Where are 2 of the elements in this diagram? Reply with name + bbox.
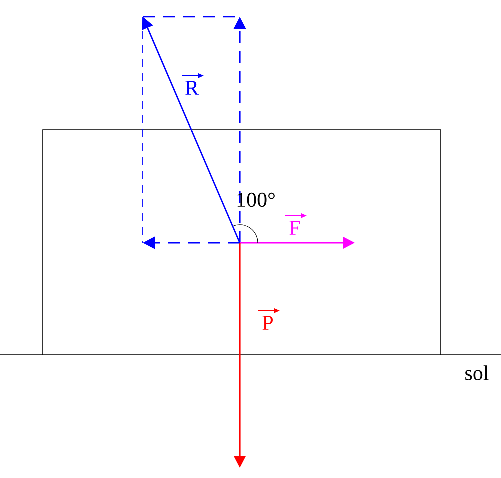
- angle-label: 100°: [238, 192, 275, 208]
- ground-label: sol: [466, 366, 489, 380]
